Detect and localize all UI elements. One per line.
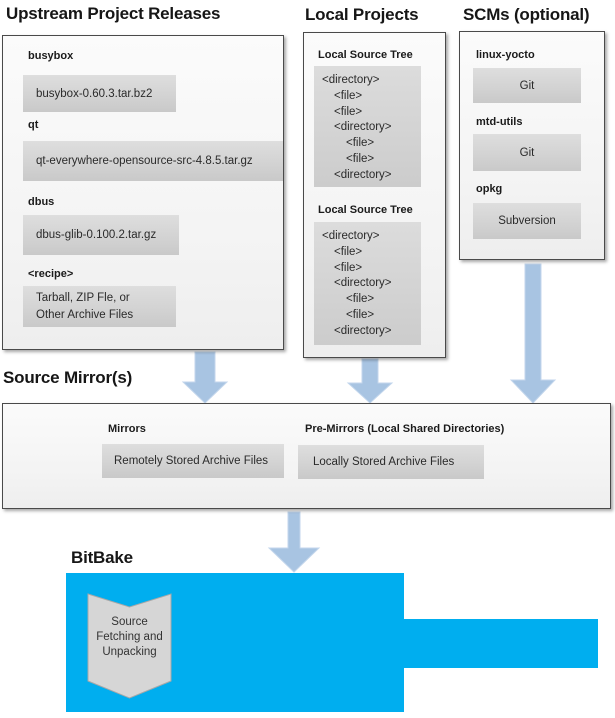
tree-line: <file> bbox=[346, 308, 375, 321]
scm-recipe-label: mtd-utils bbox=[476, 116, 523, 128]
bitbake-shape bbox=[66, 573, 598, 712]
upstream-panel: busybox busybox-0.60.3.tar.bz2 qt qt-eve… bbox=[2, 35, 284, 350]
scm-type-box: Git bbox=[473, 134, 581, 171]
scm-type-box: Subversion bbox=[473, 203, 581, 239]
tree-line: <file> bbox=[334, 105, 363, 118]
scm-type: Subversion bbox=[498, 215, 556, 227]
tree-line: <file> bbox=[346, 152, 375, 165]
source-mirrors-title: Source Mirror(s) bbox=[3, 368, 133, 387]
scms-panel: linux-yocto Git mtd-utils Git opkg Subve… bbox=[459, 31, 605, 260]
tree-line: <directory> bbox=[334, 121, 392, 134]
tree-line: <directory> bbox=[334, 277, 392, 290]
local-projects-panel: Local Source Tree <directory> <file> <fi… bbox=[303, 32, 446, 358]
scms-title: SCMs (optional) bbox=[463, 5, 590, 24]
mirrors-box: Remotely Stored Archive Files bbox=[102, 444, 284, 478]
tree-line: <directory> bbox=[322, 74, 380, 86]
archive-file-name: Tarball, ZIP Fle, or Other Archive Files bbox=[36, 291, 134, 321]
source-fetch-ribbon bbox=[87, 593, 172, 699]
archive-file-box: dbus-glib-0.100.2.tar.gz bbox=[23, 215, 179, 255]
recipe-name-label: dbus bbox=[28, 196, 55, 208]
arrow-mirrors-to-bitbake bbox=[267, 511, 321, 573]
archive-file-name: dbus-glib-0.100.2.tar.gz bbox=[36, 229, 157, 241]
arrow-local-to-mirrors bbox=[346, 358, 394, 404]
source-mirrors-panel: Mirrors Remotely Stored Archive Files Pr… bbox=[2, 403, 611, 509]
arrow-scms-to-mirrors bbox=[509, 263, 557, 404]
recipe-name-label: busybox bbox=[28, 50, 74, 62]
scm-recipe-label: opkg bbox=[476, 183, 503, 195]
mirrors-value: Remotely Stored Archive Files bbox=[114, 455, 269, 467]
tree-line: <file> bbox=[346, 293, 375, 306]
local-projects-title: Local Projects bbox=[305, 5, 419, 24]
scm-recipe-label: linux-yocto bbox=[476, 49, 535, 61]
tree-line: <file> bbox=[346, 137, 375, 150]
local-source-tree-label: Local Source Tree bbox=[318, 49, 413, 61]
archive-file-box: busybox-0.60.3.tar.bz2 bbox=[23, 75, 176, 112]
recipe-name-label: qt bbox=[28, 119, 39, 131]
source-fetch-ribbon-label: Source Fetching and Unpacking bbox=[96, 616, 163, 658]
scm-type: Git bbox=[519, 146, 535, 159]
local-source-tree-box: <directory> <file> <file> <directory> <f… bbox=[314, 222, 421, 345]
tree-line: <directory> bbox=[334, 324, 392, 337]
tree-line: <file> bbox=[334, 245, 363, 258]
upstream-title: Upstream Project Releases bbox=[6, 4, 221, 23]
recipe-name-label: <recipe> bbox=[28, 268, 74, 280]
tree-line: <directory> bbox=[334, 168, 392, 181]
premirrors-label: Pre-Mirrors (Local Shared Directories) bbox=[305, 423, 505, 435]
premirrors-value: Locally Stored Archive Files bbox=[313, 456, 455, 468]
bitbake-title: BitBake bbox=[71, 548, 133, 567]
tree-line: <file> bbox=[334, 261, 363, 274]
scm-type: Git bbox=[519, 79, 535, 92]
local-source-tree-box: <directory> <file> <file> <directory> <f… bbox=[314, 66, 421, 187]
scm-type-box: Git bbox=[473, 68, 581, 103]
tree-line: <directory> bbox=[322, 230, 380, 242]
premirrors-box: Locally Stored Archive Files bbox=[298, 445, 484, 479]
archive-file-name: qt-everywhere-opensource-src-4.8.5.tar.g… bbox=[36, 155, 253, 167]
local-source-tree-label: Local Source Tree bbox=[318, 204, 413, 216]
tree-line: <file> bbox=[334, 89, 363, 102]
archive-file-name: busybox-0.60.3.tar.bz2 bbox=[36, 87, 153, 100]
archive-file-box: qt-everywhere-opensource-src-4.8.5.tar.g… bbox=[23, 141, 283, 181]
arrow-upstream-to-mirrors bbox=[181, 351, 229, 404]
archive-file-box: Tarball, ZIP Fle, or Other Archive Files bbox=[23, 286, 176, 327]
mirrors-label: Mirrors bbox=[108, 423, 146, 435]
